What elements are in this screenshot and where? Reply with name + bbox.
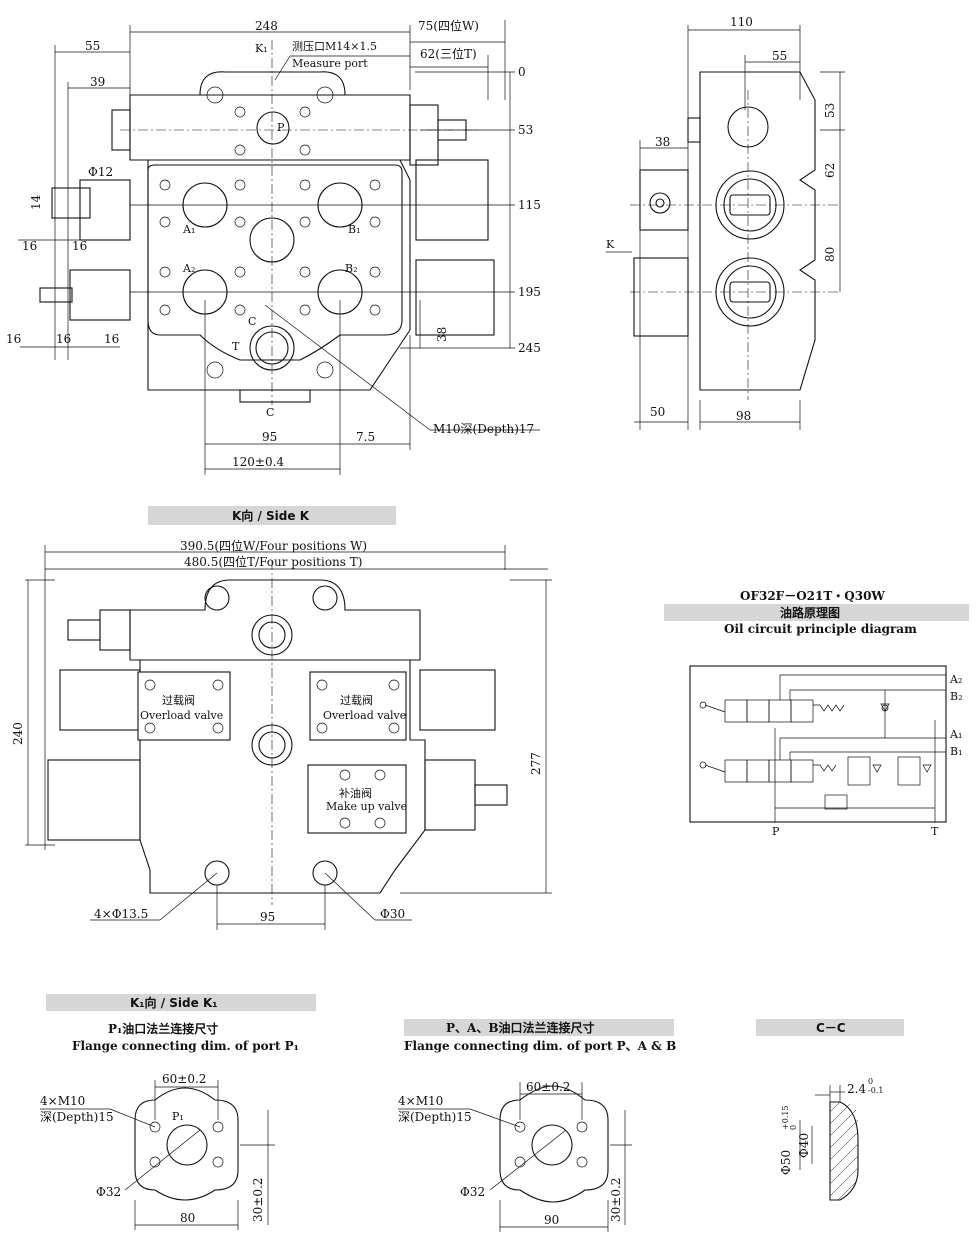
circuit-port-a2: A₂ xyxy=(949,673,962,686)
label-c-lower: C xyxy=(266,406,274,419)
side-dim-55: 55 xyxy=(772,49,787,63)
dim-16-c: 16 xyxy=(6,332,21,346)
side-dim-62: 62 xyxy=(823,163,837,178)
measure-port-cn: 测压口M14×1.5 xyxy=(292,40,377,53)
dim-39: 39 xyxy=(90,75,105,89)
side-view: 110 55 53 62 80 38 K 50 98 xyxy=(606,15,845,430)
circuit-port-b2: B₂ xyxy=(950,690,963,703)
side-k-view: K向 / Side K 390.5(四位W/Four positions W) … xyxy=(11,506,552,930)
side-k-phi30: Φ30 xyxy=(380,907,405,921)
valve-3-cn: 补油阀 xyxy=(339,786,372,800)
side-dim-50: 50 xyxy=(650,405,665,419)
valve-3-en: Make up valve xyxy=(326,800,407,813)
side-k-holes: 4×Φ13.5 xyxy=(94,907,148,921)
flange-p1-title-cn: P₁油口法兰连接尺寸 xyxy=(108,1021,218,1036)
section-cc-2-4-lower: -0.1 xyxy=(868,1086,883,1095)
dim-95: 95 xyxy=(262,430,277,444)
flange-pab-title-cn: P、A、B油口法兰连接尺寸 xyxy=(446,1020,594,1035)
front-view: 248 75(四位W) 62(三位T) 55 39 0 53 115 195 2… xyxy=(6,18,541,475)
flange-p1-thread: 4×M10 xyxy=(40,1094,85,1108)
side-k-header: K向 / Side K xyxy=(232,508,310,523)
flange-p1-title-en: Flange connecting dim. of port P₁ xyxy=(72,1039,299,1053)
dim-7-5: 7.5 xyxy=(356,430,375,444)
dim-245: 245 xyxy=(518,341,541,355)
circuit-port-b1: B₁ xyxy=(950,745,963,758)
side-label-k: K xyxy=(606,238,615,251)
side-dim-80: 80 xyxy=(823,247,837,262)
flange-pab-width: 90 xyxy=(544,1213,559,1227)
label-p: P xyxy=(277,121,285,134)
dim-248: 248 xyxy=(255,19,278,33)
dim-195: 195 xyxy=(518,285,541,299)
circuit-port-t: T xyxy=(931,825,939,838)
flange-pab-title-en: Flange connecting dim. of port P、A & B xyxy=(404,1039,676,1053)
label-k1: K₁ xyxy=(255,42,268,55)
dim-14: 14 xyxy=(29,194,43,210)
flange-p1-depth: 深(Depth)15 xyxy=(40,1110,114,1124)
flange-p1-header: K₁向 / Side K₁ xyxy=(130,995,218,1010)
circuit-diagram: OF32F－O21T・Q30W 油路原理图 Oil circuit princi… xyxy=(664,589,969,838)
side-dim-98: 98 xyxy=(736,409,751,423)
circuit-title-en: Oil circuit principle diagram xyxy=(724,622,917,636)
dim-120: 120±0.4 xyxy=(232,455,284,469)
dim-phi12: Φ12 xyxy=(88,165,113,179)
flange-pab-depth: 深(Depth)15 xyxy=(398,1110,472,1124)
valve-1-cn: 过载阀 xyxy=(162,693,195,707)
flange-pab: P、A、B油口法兰连接尺寸 Flange connecting dim. of … xyxy=(398,1019,676,1232)
section-cc-phi50-lower: 0 xyxy=(789,1125,798,1130)
circuit-title-cn: 油路原理图 xyxy=(780,605,840,620)
dim-75w: 75(四位W) xyxy=(418,18,479,33)
flange-p1: K₁向 / Side K₁ P₁油口法兰连接尺寸 Flange connecti… xyxy=(40,994,316,1230)
thread-note: M10深(Depth)17 xyxy=(433,422,534,436)
dim-16-e: 16 xyxy=(104,332,119,346)
section-cc-2-4: 2.4 xyxy=(847,1082,866,1096)
dim-115: 115 xyxy=(518,198,541,212)
section-cc-2-4-upper: 0 xyxy=(868,1077,873,1086)
side-k-height-240: 240 xyxy=(11,722,25,745)
section-cc-phi50-upper: +0.15 xyxy=(781,1105,790,1130)
section-cc: C－C 2.4 0 -0.1 Φ50 +0.15 0 Φ40 xyxy=(756,1019,904,1201)
label-c-upper: C xyxy=(248,315,256,328)
side-k-spacing-95: 95 xyxy=(260,910,275,924)
section-cc-phi50: Φ50 xyxy=(779,1150,793,1175)
section-cc-phi40: Φ40 xyxy=(797,1133,811,1158)
label-a1: A₁ xyxy=(182,223,195,236)
circuit-model: OF32F－O21T・Q30W xyxy=(740,589,885,603)
flange-pab-bore: Φ32 xyxy=(460,1185,485,1199)
circuit-port-p: P xyxy=(772,825,780,838)
side-k-height-277: 277 xyxy=(529,752,543,775)
side-k-width-t: 480.5(四位T/Four positions T) xyxy=(184,554,362,569)
flange-pab-thread: 4×M10 xyxy=(398,1094,443,1108)
flange-p1-offset: 30±0.2 xyxy=(251,1178,265,1222)
valve-2-cn: 过载阀 xyxy=(340,693,373,707)
measure-port-en: Measure port xyxy=(292,57,368,70)
side-dim-38: 38 xyxy=(655,135,670,149)
dim-53: 53 xyxy=(518,123,533,137)
dim-16-d: 16 xyxy=(56,332,71,346)
flange-pab-bolt-spacing: 60±0.2 xyxy=(526,1080,570,1094)
flange-p1-bore: Φ32 xyxy=(96,1185,121,1199)
label-a2: A₂ xyxy=(182,262,195,275)
dim-16-b: 16 xyxy=(72,239,87,253)
dim-38: 38 xyxy=(435,327,449,342)
dim-62t: 62(三位T) xyxy=(420,46,477,61)
label-b2: B₂ xyxy=(345,262,358,275)
side-dim-53: 53 xyxy=(823,103,837,118)
side-k-width-w: 390.5(四位W/Four positions W) xyxy=(180,538,367,553)
flange-p1-bolt-spacing: 60±0.2 xyxy=(162,1072,206,1086)
label-b1: B₁ xyxy=(348,223,361,236)
valve-1-en: Overload valve xyxy=(140,709,223,722)
circuit-port-a1: A₁ xyxy=(949,728,962,741)
dim-0: 0 xyxy=(518,65,526,79)
valve-2-en: Overload valve xyxy=(323,709,406,722)
dim-55: 55 xyxy=(85,39,100,53)
flange-pab-offset: 30±0.2 xyxy=(609,1178,623,1222)
section-cc-header: C－C xyxy=(816,1021,846,1035)
dim-16-a: 16 xyxy=(22,239,37,253)
label-t: T xyxy=(232,340,240,353)
side-dim-110: 110 xyxy=(730,15,753,29)
flange-p1-width: 80 xyxy=(180,1211,195,1225)
flange-p1-port: P₁ xyxy=(172,1110,184,1123)
